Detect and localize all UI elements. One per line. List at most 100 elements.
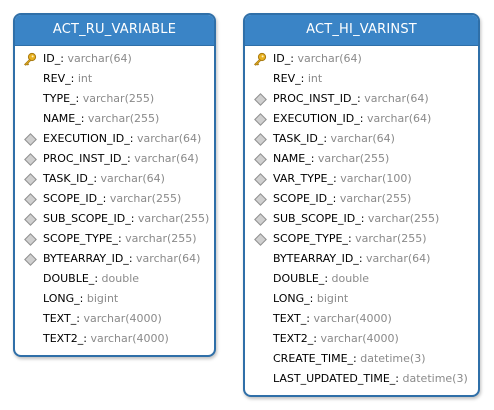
table-act-ru-variable[interactable]: ACT_RU_VARIABLE ID_: varchar(64)REV_: in… xyxy=(13,13,216,357)
column-row[interactable]: TASK_ID_: varchar(64) xyxy=(245,129,478,149)
column-type: datetime(3) xyxy=(360,352,426,365)
diamond-icon xyxy=(23,172,37,186)
column-name: PROC_INST_ID_ xyxy=(273,92,358,105)
column-row[interactable]: TEXT_: varchar(4000) xyxy=(245,309,478,329)
column-separator: : xyxy=(93,172,98,185)
column-row[interactable]: TEXT2_: varchar(4000) xyxy=(15,329,214,349)
column-row[interactable]: CREATE_TIME_: datetime(3) xyxy=(245,349,478,369)
column-type: int xyxy=(307,72,323,85)
column-row[interactable]: LAST_UPDATED_TIME_: datetime(3) xyxy=(245,369,478,389)
column-row[interactable]: SUB_SCOPE_ID_: varchar(255) xyxy=(245,209,478,229)
column-separator: : xyxy=(75,92,80,105)
column-name: REV_ xyxy=(43,72,71,85)
column-type: varchar(64) xyxy=(67,52,132,65)
column-name: PROC_INST_ID_ xyxy=(43,152,128,165)
column-row[interactable]: LONG_: bigint xyxy=(245,289,478,309)
column-name: SCOPE_TYPE_ xyxy=(273,232,348,245)
column-separator: : xyxy=(70,72,75,85)
column-separator: : xyxy=(94,272,99,285)
table-act-hi-varinst[interactable]: ACT_HI_VARINST ID_: varchar(64)REV_: int… xyxy=(243,13,480,397)
column-type: varchar(255) xyxy=(339,192,412,205)
column-row[interactable]: ID_: varchar(64) xyxy=(15,49,214,69)
diamond-icon xyxy=(253,172,267,186)
column-type: varchar(4000) xyxy=(313,312,392,325)
column-row[interactable]: EXECUTION_ID_: varchar(64) xyxy=(245,109,478,129)
column-row[interactable]: PROC_INST_ID_: varchar(64) xyxy=(245,89,478,109)
column-type: varchar(255) xyxy=(87,112,160,125)
column-name: LONG_ xyxy=(43,292,80,305)
column-row[interactable]: TEXT2_: varchar(4000) xyxy=(245,329,478,349)
diamond-icon xyxy=(23,252,37,266)
column-row[interactable]: SCOPE_ID_: varchar(255) xyxy=(245,189,478,209)
column-name: TEXT2_ xyxy=(273,332,314,345)
column-row[interactable]: REV_: int xyxy=(245,69,478,89)
column-separator: : xyxy=(60,52,64,65)
column-separator: : xyxy=(347,232,352,245)
column-type: varchar(64) xyxy=(136,132,202,145)
column-name: TASK_ID_ xyxy=(43,172,94,185)
column-name: CREATE_TIME_ xyxy=(273,352,354,365)
column-separator: : xyxy=(117,232,122,245)
column-row[interactable]: PROC_INST_ID_: varchar(64) xyxy=(15,149,214,169)
column-separator: : xyxy=(358,252,363,265)
column-row[interactable]: SCOPE_ID_: varchar(255) xyxy=(15,189,214,209)
column-type: varchar(255) xyxy=(367,212,440,225)
column-separator: : xyxy=(395,372,400,385)
column-type: varchar(64) xyxy=(136,252,201,265)
column-name: SUB_SCOPE_ID_ xyxy=(273,212,361,225)
column-name: DOUBLE_ xyxy=(43,272,95,285)
diamond-icon xyxy=(253,112,267,126)
column-separator: : xyxy=(129,132,134,145)
column-name: SCOPE_ID_ xyxy=(43,192,103,205)
diamond-icon xyxy=(23,192,37,206)
column-row[interactable]: LONG_: bigint xyxy=(15,289,214,309)
column-type: varchar(64) xyxy=(366,252,431,265)
column-row[interactable]: NAME_: varchar(255) xyxy=(15,109,214,129)
column-row[interactable]: BYTEARRAY_ID_: varchar(64) xyxy=(245,249,478,269)
column-row[interactable]: SCOPE_TYPE_: varchar(255) xyxy=(245,229,478,249)
column-type: double xyxy=(331,272,370,285)
column-row[interactable]: TYPE_: varchar(255) xyxy=(15,89,214,109)
column-separator: : xyxy=(83,332,87,345)
diamond-icon xyxy=(253,152,267,166)
column-type: bigint xyxy=(316,292,349,305)
column-row[interactable]: BYTEARRAY_ID_: varchar(64) xyxy=(15,249,214,269)
column-name: LONG_ xyxy=(273,292,310,305)
column-name: TEXT2_ xyxy=(43,332,84,345)
column-separator: : xyxy=(306,312,310,325)
column-separator: : xyxy=(79,292,84,305)
column-name: LAST_UPDATED_TIME_ xyxy=(273,372,396,385)
column-type: varchar(255) xyxy=(317,152,390,165)
column-type: varchar(255) xyxy=(137,212,210,225)
column-row[interactable]: DOUBLE_: double xyxy=(245,269,478,289)
column-row[interactable]: SCOPE_TYPE_: varchar(255) xyxy=(15,229,214,249)
column-type: varchar(4000) xyxy=(320,332,399,345)
column-type: varchar(64) xyxy=(330,132,395,145)
column-row[interactable]: EXECUTION_ID_: varchar(64) xyxy=(15,129,214,149)
column-row[interactable]: NAME_: varchar(255) xyxy=(245,149,478,169)
column-row[interactable]: TEXT_: varchar(4000) xyxy=(15,309,214,329)
diamond-icon xyxy=(23,152,37,166)
column-name: NAME_ xyxy=(273,152,311,165)
column-name: EXECUTION_ID_ xyxy=(43,132,130,145)
column-row[interactable]: TASK_ID_: varchar(64) xyxy=(15,169,214,189)
column-separator: : xyxy=(127,152,131,165)
column-row[interactable]: SUB_SCOPE_ID_: varchar(255) xyxy=(15,209,214,229)
column-separator: : xyxy=(290,52,294,65)
diamond-icon xyxy=(23,132,37,146)
column-row[interactable]: VAR_TYPE_: varchar(100) xyxy=(245,169,478,189)
column-separator: : xyxy=(309,292,314,305)
column-name: BYTEARRAY_ID_ xyxy=(43,252,129,265)
column-name: DOUBLE_ xyxy=(273,272,325,285)
column-row[interactable]: REV_: int xyxy=(15,69,214,89)
column-row[interactable]: DOUBLE_: double xyxy=(15,269,214,289)
column-type: varchar(100) xyxy=(340,172,412,185)
diamond-icon xyxy=(253,212,267,226)
column-separator: : xyxy=(353,352,357,365)
diamond-icon xyxy=(253,132,267,146)
column-type: varchar(64) xyxy=(100,172,165,185)
column-separator: : xyxy=(80,112,85,125)
column-row[interactable]: ID_: varchar(64) xyxy=(245,49,478,69)
column-type: double xyxy=(101,272,140,285)
